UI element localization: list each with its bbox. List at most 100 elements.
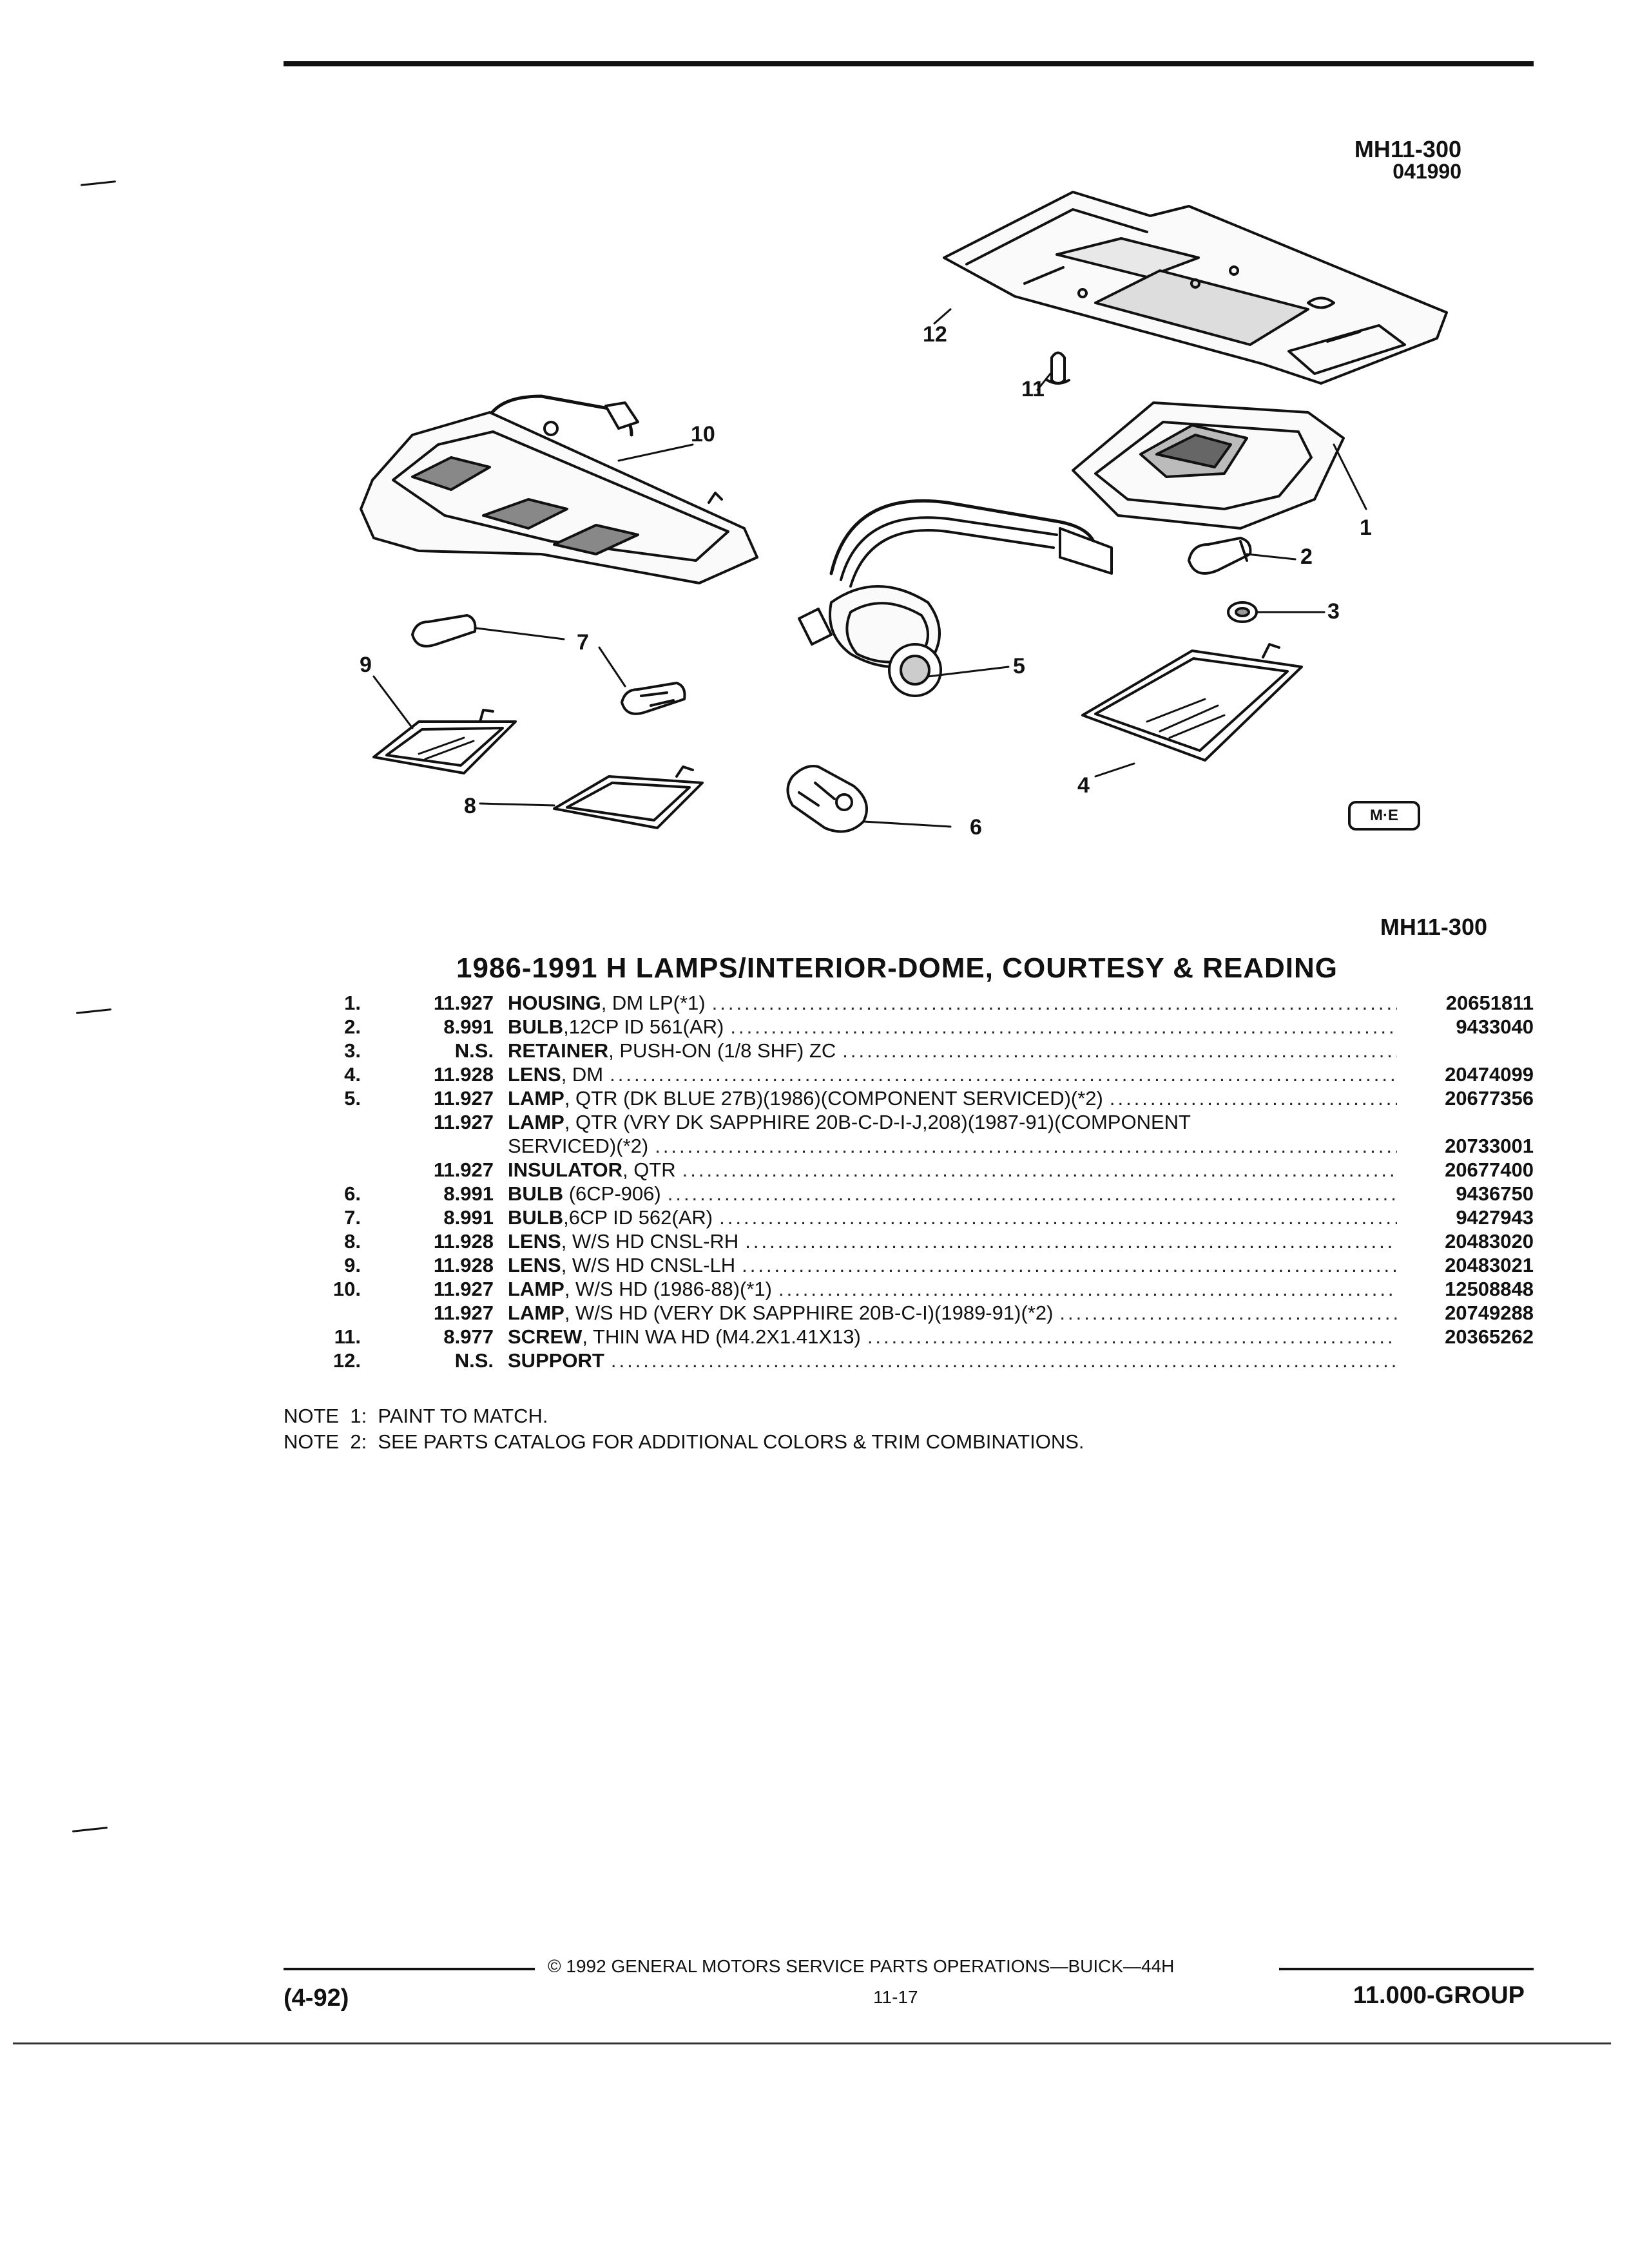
part-name: LAMP (508, 1278, 564, 1300)
part-description: LENS, W/S HD CNSL-LH (508, 1253, 1411, 1277)
footer-rule-left (284, 1968, 535, 1970)
bulb-6-drawing (786, 765, 868, 833)
part-detail: SERVICED)(*2) (508, 1135, 649, 1157)
item-number: 11. (334, 1325, 361, 1348)
group-number: N.S. (454, 1349, 494, 1372)
footer-rule-right (1279, 1968, 1534, 1970)
part-number: 20365262 (1445, 1325, 1534, 1348)
leader-dots (778, 1277, 1397, 1301)
part-number (1411, 1039, 1534, 1062)
group-number: 11.927 (433, 1087, 494, 1110)
group-number: 8.991 (443, 1015, 494, 1038)
item-number: 6. (344, 1182, 361, 1205)
part-description: LAMP, QTR (DK BLUE 27B)(1986)(COMPONENT … (508, 1086, 1411, 1110)
top-rule (284, 61, 1534, 66)
item-number: 10. (333, 1278, 361, 1300)
part-description: LENS, W/S HD CNSL-RH (508, 1229, 1411, 1253)
callout-12: 12 (923, 322, 947, 347)
item-number (284, 1158, 384, 1182)
bulb-2-drawing (1188, 537, 1252, 575)
footer-copyright: © 1992 GENERAL MOTORS SERVICE PARTS OPER… (548, 1956, 1175, 1976)
item-number: 7. (344, 1206, 361, 1229)
part-description: LAMP, QTR (VRY DK SAPPHIRE 20B-C-D-I-J,2… (508, 1110, 1411, 1134)
leader-dots (742, 1253, 1397, 1277)
part-detail: , THIN WA HD (M4.2X1.41X13) (582, 1325, 861, 1348)
callout-2: 2 (1300, 544, 1313, 569)
part-name: SCREW (508, 1325, 583, 1348)
leader-dots (867, 1325, 1397, 1349)
retainer-drawing (1227, 601, 1258, 623)
item-number: 4. (344, 1063, 361, 1086)
group-number: 11.927 (433, 1158, 494, 1181)
item-number (284, 1134, 384, 1158)
part-detail: , W/S HD CNSL-RH (561, 1230, 739, 1253)
part-name: LENS (508, 1230, 561, 1253)
group-number: 11.928 (433, 1063, 494, 1086)
part-number: 20677400 (1445, 1158, 1534, 1181)
lens-lh-drawing (372, 709, 517, 774)
parts-row: 11.927 INSULATOR, QTR 20677400 (284, 1158, 1534, 1182)
part-description: SCREW, THIN WA HD (M4.2X1.41X13) (508, 1325, 1411, 1349)
part-description: HOUSING, DM LP(*1) (508, 991, 1411, 1015)
dome-housing-drawing (1072, 401, 1345, 530)
part-description: SUPPORT (508, 1349, 1411, 1372)
part-detail: , QTR (DK BLUE 27B)(1986)(COMPONENT SERV… (564, 1087, 1103, 1110)
leader-dots (611, 1349, 1397, 1372)
footer-page-number: 11-17 (873, 1987, 918, 2007)
part-name: SUPPORT (508, 1349, 604, 1372)
callout-6: 6 (970, 815, 982, 840)
part-description: BULB (6CP-906) (508, 1182, 1411, 1206)
callout-10: 10 (691, 422, 715, 447)
reading-lamp-housing-drawing (360, 394, 758, 584)
leader-dots (682, 1158, 1397, 1182)
parts-row: 3. N.S. RETAINER, PUSH-ON (1/8 SHF) ZC (284, 1039, 1534, 1062)
leader-dots (655, 1134, 1397, 1158)
margin-mark (75, 1008, 112, 1014)
group-number: 8.991 (443, 1182, 494, 1205)
group-number: 8.977 (443, 1325, 494, 1348)
group-number: 11.927 (433, 992, 494, 1014)
exploded-parts-diagram: 12 11 1 2 3 4 5 6 7 8 9 10 (360, 191, 1448, 840)
notes-block: NOTE 1: PAINT TO MATCH. NOTE 2: SEE PART… (284, 1403, 1084, 1455)
part-description: LAMP, W/S HD (1986-88)(*1) (508, 1277, 1411, 1301)
group-number: 11.927 (433, 1302, 494, 1324)
part-number: 20677356 (1445, 1087, 1534, 1110)
item-number: 8. (344, 1230, 361, 1253)
item-number: 2. (344, 1015, 361, 1038)
part-description: RETAINER, PUSH-ON (1/8 SHF) ZC (508, 1039, 1411, 1062)
part-number: 12508848 (1445, 1278, 1534, 1300)
margin-mark (72, 1827, 108, 1832)
group-number (384, 1134, 508, 1158)
part-name: LENS (508, 1063, 561, 1086)
part-number: 20733001 (1445, 1135, 1534, 1157)
callout-leaders (372, 308, 1367, 828)
part-detail: ,6CP ID 562(AR) (563, 1206, 713, 1229)
dome-lens-drawing (1081, 643, 1303, 762)
part-number (1411, 1110, 1534, 1134)
callout-7: 7 (577, 630, 589, 655)
part-number: 20749288 (1445, 1302, 1534, 1324)
leader-dots (745, 1229, 1397, 1253)
page-title: 1986-1991 H LAMPS/INTERIOR-DOME, COURTES… (456, 952, 1338, 984)
part-name: LAMP (508, 1087, 564, 1110)
group-number: N.S. (454, 1039, 494, 1062)
callout-1: 1 (1360, 515, 1372, 540)
part-detail: , W/S HD (VERY DK SAPPHIRE 20B-C-I)(1989… (564, 1302, 1054, 1324)
part-name: HOUSING (508, 992, 601, 1014)
item-number: 3. (344, 1039, 361, 1062)
part-detail: , W/S HD (1986-88)(*1) (564, 1278, 772, 1300)
part-number: 20483021 (1445, 1254, 1534, 1276)
part-name: LAMP (508, 1302, 564, 1324)
me-emblem-icon: M·E (1348, 801, 1420, 831)
part-name: BULB (508, 1015, 564, 1038)
part-description: INSULATOR, QTR (508, 1158, 1411, 1182)
part-detail: , W/S HD CNSL-LH (561, 1254, 736, 1276)
